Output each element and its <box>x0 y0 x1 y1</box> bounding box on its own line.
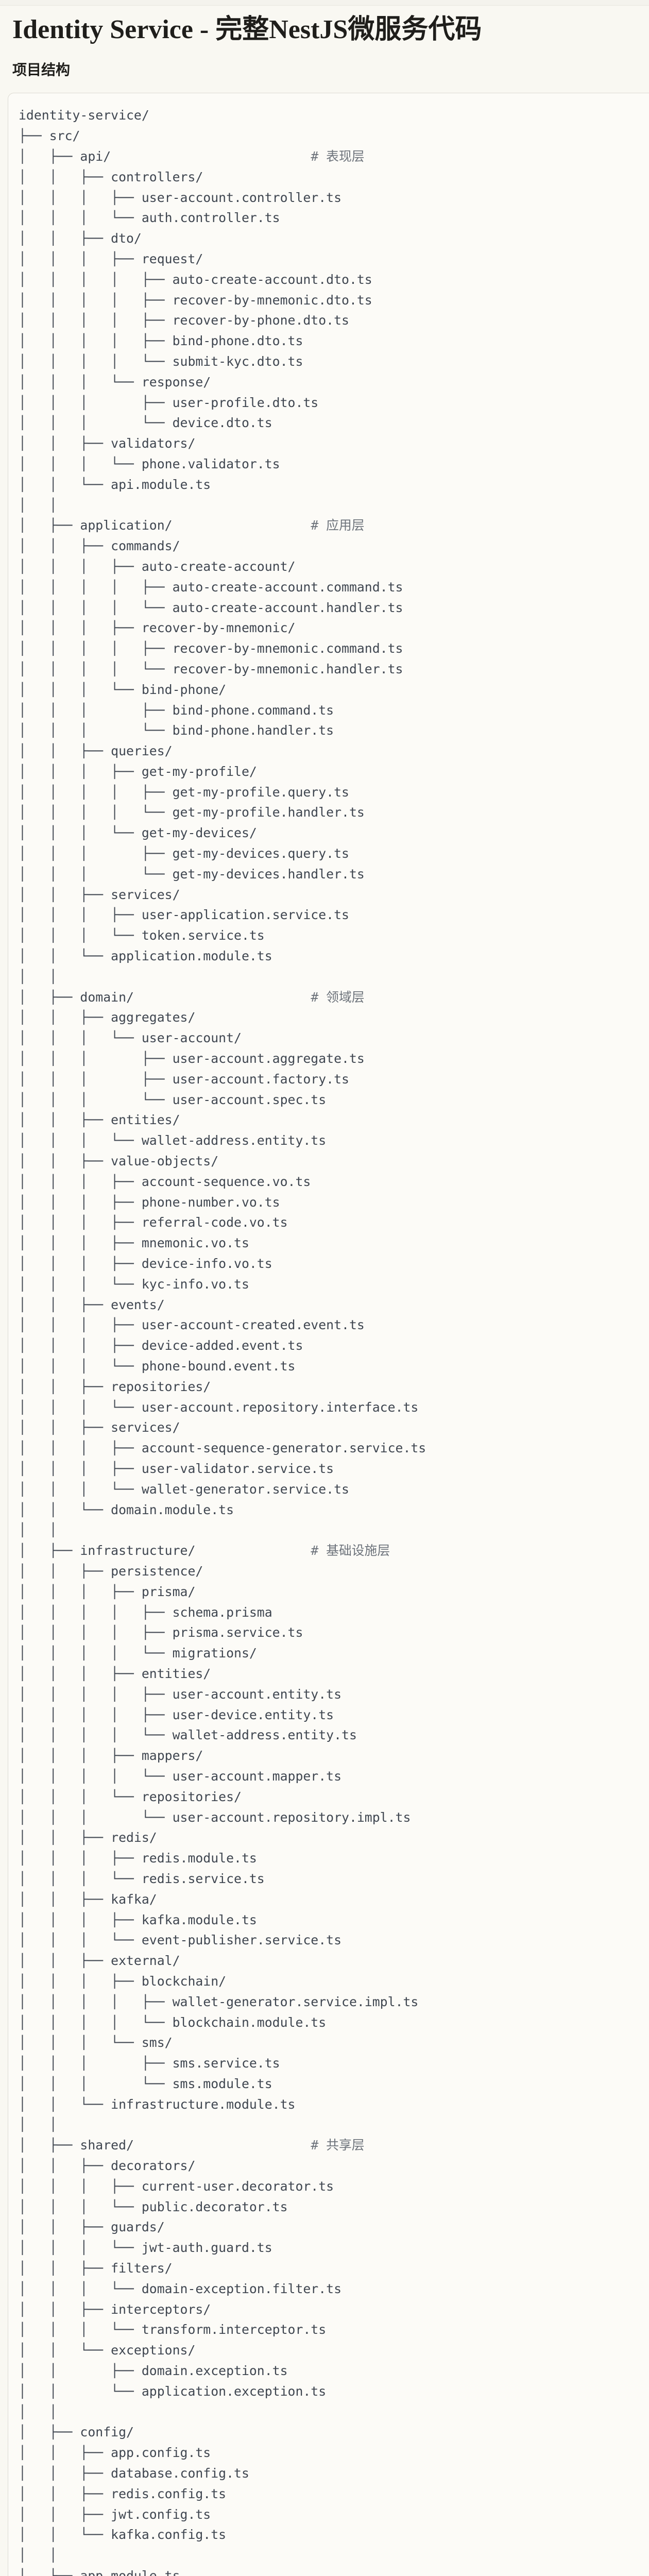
top-edge-band <box>0 0 649 6</box>
project-structure-code-block: identity-service/ ├── src/ │ ├── api/ # … <box>8 93 649 2576</box>
layer-comment: # 领域层 <box>311 989 365 1005</box>
layer-comment: # 基础设施层 <box>311 1543 390 1558</box>
project-tree: identity-service/ ├── src/ │ ├── api/ # … <box>19 108 426 2576</box>
layer-comment: # 应用层 <box>311 518 365 533</box>
layer-comment: # 共享层 <box>311 2138 365 2153</box>
section-heading: 项目结构 <box>12 61 71 78</box>
layer-comment: # 表现层 <box>311 148 365 164</box>
page-title: Identity Service - 完整NestJS微服务代码 <box>12 15 482 44</box>
